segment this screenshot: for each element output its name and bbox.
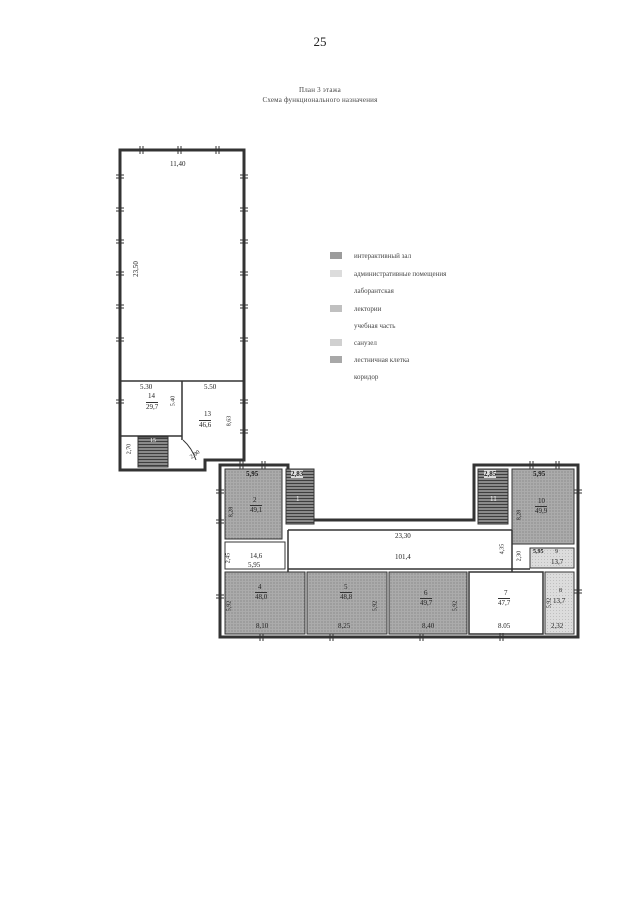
room-5-number: 5 [344, 583, 348, 591]
page-number: 25 [313, 34, 327, 49]
hall-length-label: 23,50 [131, 261, 140, 277]
room-11-number: 11 [490, 495, 497, 503]
room-1-stairs [285, 468, 315, 525]
room-9-area: 13,7 [551, 558, 564, 566]
plan-title: План 3 этажа [298, 86, 341, 94]
window-marks-east [240, 174, 248, 434]
room-2 [224, 468, 283, 540]
window-marks-south-wing [216, 461, 582, 641]
legend-label-admin: административные помещения [354, 270, 447, 278]
room-13-dim2: 8,63 [226, 415, 233, 427]
legend-label-wc: санузел [354, 339, 377, 347]
room-7-area: 47,7 [498, 598, 511, 607]
room-15-stairs [137, 436, 169, 468]
room-4-dim: 8,10 [256, 622, 269, 630]
room-13-area: 46,6 [199, 420, 212, 429]
room-6-number: 6 [424, 589, 428, 597]
room-6-dim: 8,40 [422, 622, 435, 630]
room-7 [468, 571, 544, 635]
room-13-dim: 5.50 [204, 383, 217, 391]
room-3-area: 14,6 [250, 552, 263, 560]
room-4-dim2: 5,92 [226, 600, 233, 612]
legend-label-lecture: лектории [354, 305, 382, 313]
room-3-dim2: 2,45 [225, 552, 232, 564]
room-5 [306, 571, 388, 635]
room-10-number: 10 [538, 497, 545, 505]
room-13-number: 13 [204, 410, 211, 418]
room-10-dim2: 8,28 [516, 509, 523, 521]
room-9 [529, 547, 575, 569]
room-1-dim: 2,83 [291, 470, 304, 478]
room-4 [224, 571, 306, 635]
room-2-dim2: 8,28 [228, 506, 235, 518]
room-3 [224, 541, 286, 570]
room-14-number: 14 [148, 392, 155, 400]
room-11-dim: 2,85 [484, 470, 497, 478]
room-2-area: 49,1 [250, 505, 263, 514]
corridor-area: 101,4 [395, 553, 411, 561]
room-9-dim: 5,95 [533, 549, 544, 555]
room-8-dim: 5,92 [546, 597, 553, 609]
window-marks-west [116, 174, 124, 404]
room-6-dim2: 5,92 [452, 600, 459, 612]
room-14-dim: 5.30 [140, 383, 153, 391]
room-5-area: 48,8 [340, 592, 353, 601]
legend-swatch-interactive [330, 252, 342, 259]
hall-width-label: 11,40 [170, 160, 186, 168]
room-14-area: 29,7 [146, 402, 159, 411]
room-5-dim2: 5,92 [372, 600, 379, 612]
room-10-area: 49,9 [535, 506, 548, 515]
legend-swatch-lecture [330, 305, 342, 312]
room-10-dim: 5,95 [533, 470, 546, 478]
room-7-dim: 8.05 [498, 622, 511, 630]
legend-swatch-admin [330, 270, 342, 277]
legend-swatch-stairs [330, 356, 342, 363]
room-8 [544, 571, 575, 635]
room-2-number: 2 [253, 496, 257, 504]
corridor-dim2: 4,35 [499, 543, 506, 555]
room-8-dim2: 2,32 [551, 622, 564, 630]
room-9-number: 9 [555, 549, 558, 555]
room-11-stairs [477, 468, 509, 525]
room-1-number: 1 [296, 495, 300, 503]
room-6-area: 49,7 [420, 598, 433, 607]
corridor-dim: 23,30 [395, 532, 411, 540]
north-wing [118, 148, 246, 472]
legend-label-study: учебная часть [354, 322, 396, 330]
corridor-walls [287, 529, 530, 572]
room-8-area: 13,7 [553, 597, 566, 605]
room-9-dim2: 2,30 [516, 550, 523, 562]
room-2-dim: 5,95 [246, 470, 259, 478]
room-5-dim: 8,25 [338, 622, 351, 630]
legend-swatch-wc [330, 339, 342, 346]
room-15-dim: 2,70 [126, 443, 133, 455]
room-7-number: 7 [504, 589, 508, 597]
room-4-number: 4 [258, 583, 262, 591]
legend-label-interactive: интерактивный зал [354, 252, 412, 260]
room-14-dim2: 5.40 [170, 395, 177, 407]
room-15-number: 15 [150, 438, 156, 444]
room-8-number: 8 [559, 588, 562, 594]
legend-label-lab: лаборантская [354, 287, 394, 295]
room-4-area: 48,0 [255, 592, 268, 601]
room-3-dim: 5,95 [248, 561, 261, 569]
legend-label-corridor: коридор [354, 373, 379, 381]
plan-subtitle: Схема функционального назначения [262, 96, 378, 104]
window-marks-north [139, 146, 220, 154]
room-6 [388, 571, 468, 635]
door-arc [182, 439, 197, 461]
legend-label-stairs: лестничная клетка [354, 356, 410, 364]
